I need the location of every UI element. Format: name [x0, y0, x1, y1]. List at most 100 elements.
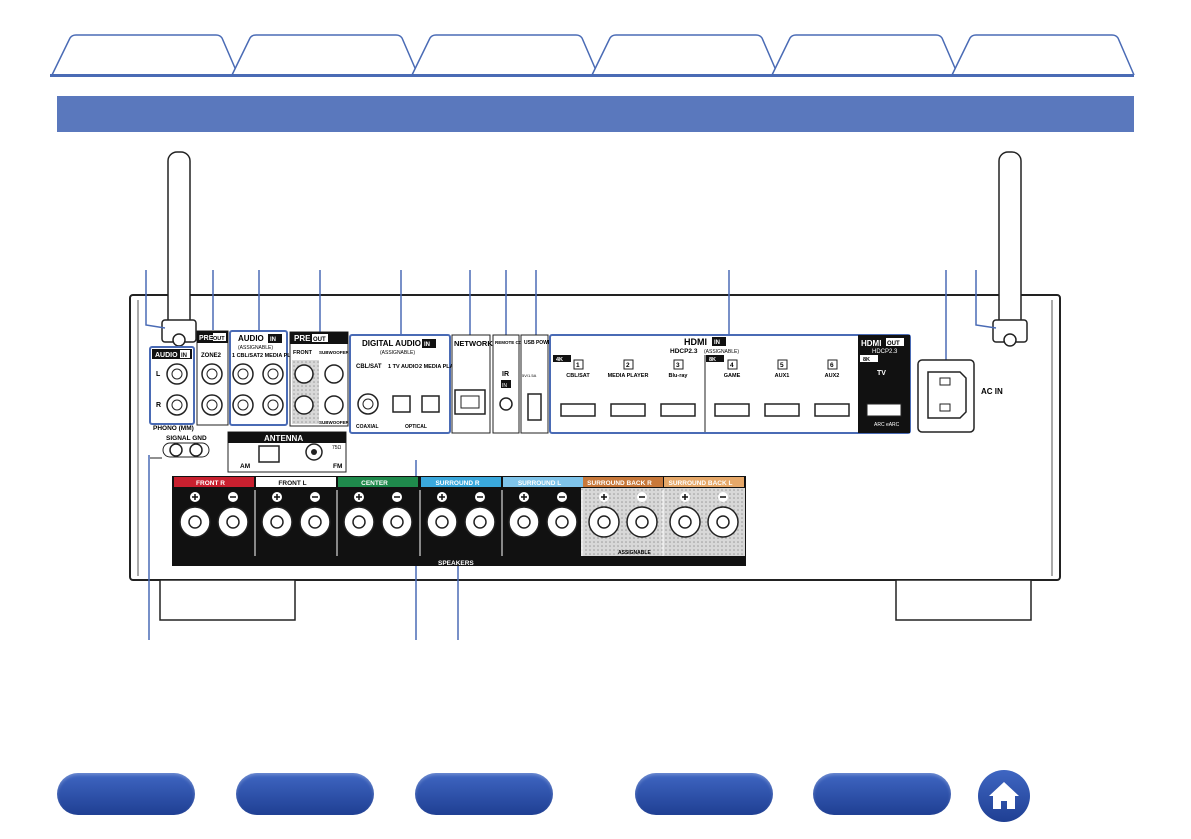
plus-mark — [192, 494, 198, 500]
left-foot — [159, 579, 296, 621]
panel-label: HDMI — [861, 339, 881, 348]
section-title-bar — [57, 96, 1134, 132]
tab-1 — [51, 34, 239, 76]
panel-label: SPEAKERS — [438, 560, 474, 567]
top-tabs — [0, 0, 1191, 80]
speaker-group-label: SURROUND R — [435, 480, 479, 487]
panel-label: IN — [270, 337, 276, 343]
panel-label: CBL/SAT — [356, 364, 382, 370]
panel-label: AC IN — [981, 387, 1003, 396]
hdmi-input-label: Blu-ray — [669, 373, 689, 379]
hdmi-input-number: 3 — [676, 362, 680, 369]
hdmi-input-port — [560, 403, 596, 417]
hdmi-input-port — [610, 403, 646, 417]
speaker-terminal-core — [352, 515, 366, 529]
bottom-navigation — [0, 770, 1191, 839]
hdmi-input-port — [764, 403, 800, 417]
nav-button-3[interactable] — [415, 773, 553, 815]
hdmi-input-number-box — [573, 359, 584, 370]
hdmi-input-number-box — [673, 359, 684, 370]
panel-label: DIGITAL AUDIO — [362, 339, 421, 348]
speaker-group-header — [421, 477, 501, 487]
tab-3 — [411, 34, 599, 76]
usb-power-port: USB POWER ONLY 5V/1.5A — [520, 334, 570, 434]
speaker-group-label: CENTER — [361, 480, 388, 487]
hdmi-input-number: 4 — [730, 362, 734, 369]
tab-5 — [771, 34, 959, 76]
panel-label: PRE — [199, 335, 214, 342]
antenna-terminals: ANTENNA AM FM 75Ω — [227, 431, 347, 473]
nav-button-4[interactable] — [635, 773, 773, 815]
panel-label: FRONT — [293, 350, 313, 356]
panel-label: ASSIGNABLE — [618, 550, 651, 556]
hdmi-input-number-box — [827, 359, 838, 370]
speaker-terminal-core — [390, 515, 404, 529]
speaker-terminal-core — [270, 515, 284, 529]
speaker-terminal-core — [188, 515, 202, 529]
home-button[interactable] — [978, 770, 1030, 822]
speaker-group-header — [583, 477, 663, 487]
hdmi-input-port — [660, 403, 696, 417]
signal-gnd: SIGNAL GND — [150, 435, 210, 459]
panel-label: 8K — [863, 357, 870, 363]
panel-label: IR — [502, 371, 509, 378]
speaker-group-label: FRONT L — [278, 480, 306, 487]
tab-outline-strip — [51, 34, 1135, 76]
speaker-terminal-core — [226, 515, 240, 529]
panel-label: AUDIO — [238, 334, 264, 343]
panel-label: R — [156, 402, 161, 409]
panel-label: 8K — [709, 357, 716, 363]
speaker-group-header — [664, 477, 744, 487]
panel-label: OUT — [313, 337, 326, 343]
pre-out: PRE OUT FRONT SUBWOOFER 1 SUBWOOFER 2 — [289, 331, 353, 427]
panel-label: FM — [333, 463, 342, 470]
hdmi-input-label: AUX2 — [825, 373, 840, 379]
panel-label: ANTENNA — [264, 434, 303, 443]
panel-label: L — [156, 371, 161, 378]
rear-panel-diagram: AUDIO IN L R PHONO (MM) PRE OUT ZONE2 AU… — [129, 151, 1061, 640]
hdmi-input-label: AUX1 — [775, 373, 790, 379]
speaker-terminal-core — [555, 515, 569, 529]
panel-label: HDCP2.3 — [670, 348, 698, 355]
speaker-group-header — [338, 477, 418, 487]
panel-label: IN — [181, 353, 187, 359]
panel-label: AM — [240, 463, 250, 470]
speaker-terminal-core — [517, 515, 531, 529]
speaker-group-header — [174, 477, 254, 487]
panel-label: (ASSIGNABLE) — [238, 345, 273, 351]
speaker-group-label: SURROUND BACK R — [587, 480, 652, 487]
speaker-terminal-core — [473, 515, 487, 529]
hdmi-input-port — [714, 403, 750, 417]
panel-label: IN — [714, 340, 720, 346]
nav-button-2[interactable] — [236, 773, 374, 815]
hdmi-in: HDMI IN HDCP2.3 (ASSIGNABLE) 4K 8K 1CBL/… — [549, 334, 911, 434]
hdmi-out: HDMI OUT HDCP2.3 8K TV ARC eARC — [858, 335, 910, 433]
panel-label: OPTICAL — [405, 424, 427, 430]
tab-4 — [591, 34, 779, 76]
speaker-group-label: FRONT R — [196, 480, 225, 487]
hdmi-input-label: CBL/SAT — [566, 373, 590, 379]
nav-button-5[interactable] — [813, 773, 951, 815]
plus-mark — [439, 494, 445, 500]
panel-label: ARC eARC — [874, 422, 900, 428]
speaker-group-header — [256, 477, 336, 487]
network-port: NETWORK — [451, 334, 493, 434]
panel-label: PHONO (MM) — [153, 425, 194, 432]
panel-label: PRE — [294, 334, 311, 343]
hdmi-input-number: 2 — [626, 362, 630, 369]
panel-label: 4K — [556, 357, 563, 363]
nav-button-1[interactable] — [57, 773, 195, 815]
hdmi-input-number-box — [727, 359, 738, 370]
panel-label: ZONE2 — [201, 353, 222, 359]
tab-rule — [50, 74, 1134, 77]
hdmi-input-number: 6 — [830, 362, 834, 369]
hdmi-input-port — [814, 403, 850, 417]
tab-6 — [951, 34, 1135, 76]
speaker-terminal-core — [678, 515, 692, 529]
panel-label: NETWORK — [454, 339, 493, 348]
hdmi-input-label: MEDIA PLAYER — [608, 373, 649, 379]
audio-in-assignable: AUDIO IN (ASSIGNABLE) 1 CBL/SAT 2 MEDIA … — [229, 330, 305, 426]
panel-label: IN — [424, 342, 430, 348]
panel-label: 75Ω — [332, 445, 342, 451]
